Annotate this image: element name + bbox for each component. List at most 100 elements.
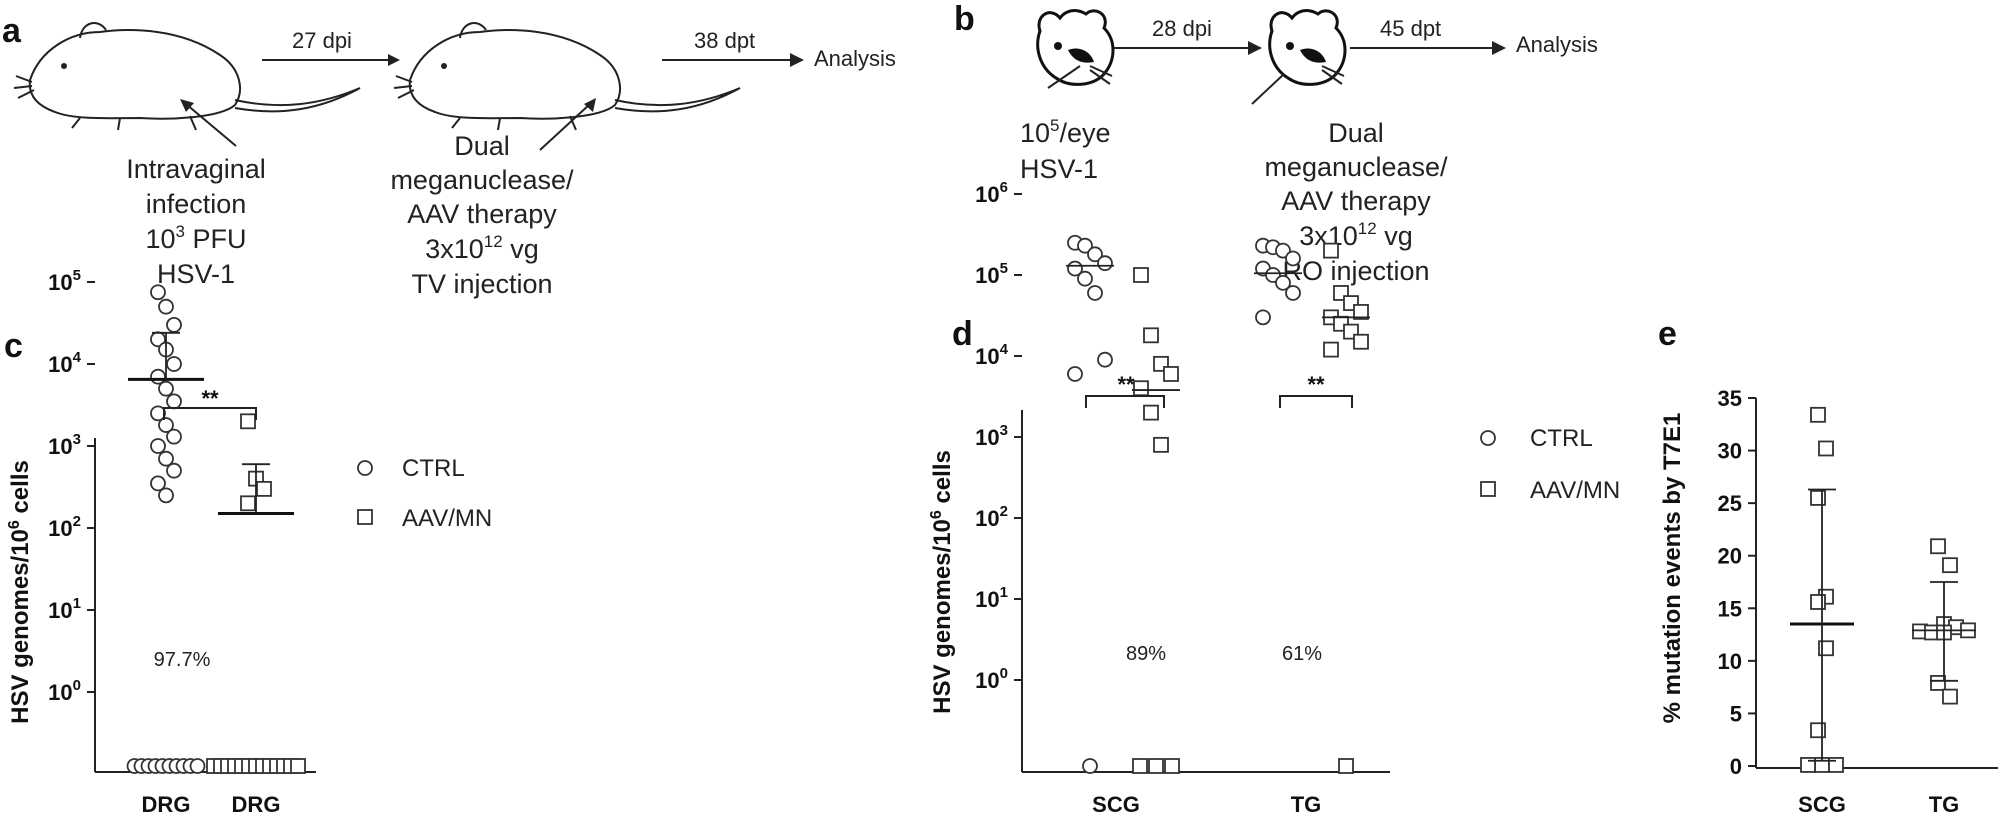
- mouse-illustration-1: [13, 22, 361, 131]
- arrowhead-a-1: [388, 54, 400, 66]
- note-b-infection: 105/eye HSV-1: [1020, 116, 1111, 184]
- pointer-a-2: [539, 103, 591, 151]
- chart-c-point-0-8: [166, 393, 182, 410]
- arrowhead-b-2: [1492, 41, 1506, 55]
- chart-d-point-1-0: [1133, 267, 1149, 283]
- chart-d-zero-1-1: [1148, 758, 1164, 774]
- svg-text:infection: infection: [146, 189, 247, 219]
- chart-d-point-0-3: [1097, 255, 1113, 272]
- chart-c-sig-bracket: [163, 407, 257, 420]
- chart-c-category-1: DRG: [142, 792, 191, 817]
- chart-e-ytick-7-label: 35: [1718, 386, 1742, 411]
- chart-d-percent-2: 61%: [1282, 643, 1322, 665]
- chart-e-category-1: SCG: [1798, 792, 1846, 817]
- chart-d-point-2-3: [1285, 250, 1301, 267]
- chart-e-point-1-1: [1942, 557, 1958, 574]
- chart-c-point-1-2: [256, 480, 272, 497]
- chart-d-legend: CTRL AAV/MN: [1480, 425, 1620, 504]
- chart-c-point-0-5: [166, 356, 182, 372]
- chart-d-zero-0-0: [1082, 758, 1098, 774]
- chart-c-ytick-5-label: 105: [48, 267, 81, 295]
- pointer-a-1: [185, 103, 237, 147]
- chart-c-ytick-2-label: 102: [48, 513, 81, 541]
- chart-d-point-3-3: [1353, 304, 1369, 320]
- legend-ctrl-label: CTRL: [402, 455, 465, 482]
- chart-c-point-0-1: [158, 298, 174, 315]
- svg-text:HSV-1: HSV-1: [1020, 154, 1098, 184]
- panel-a: a 27 dpi 38 dpt Analysis: [2, 12, 896, 299]
- chart-d-ytick-4-label: 104: [975, 341, 1008, 369]
- chart-d-percent-1: 89%: [1126, 643, 1166, 665]
- panel-e-letter: e: [1658, 315, 1677, 353]
- chart-c-percent: 97.7%: [154, 649, 211, 671]
- chart-d-ytick-6-label: 106: [975, 179, 1008, 207]
- chart-d-sig-label-1: **: [1117, 372, 1135, 397]
- chart-d-sig-bracket-1: [1085, 395, 1165, 408]
- chart-d-point-1-6: [1153, 436, 1169, 453]
- svg-text:AAV therapy: AAV therapy: [407, 199, 557, 229]
- chart-c-zero-0-9: [189, 758, 206, 774]
- chart-c-point-1-0: [240, 413, 256, 430]
- pointer-b-2: [1251, 73, 1285, 105]
- chart-d-zero-1-0: [1132, 758, 1148, 774]
- chart-e-ytick-3-label: 15: [1718, 596, 1742, 621]
- chart-c-point-1-3: [240, 495, 256, 512]
- chart-c-ylabel: HSV genomes/106 cells: [6, 460, 34, 724]
- chart-d-ytick-3-label: 103: [975, 422, 1008, 450]
- chart-c-legend: CTRL AAV/MN: [357, 455, 492, 532]
- chart-c-ytick-3-label: 103: [48, 431, 81, 459]
- chart-d-point-0-5: [1077, 270, 1093, 287]
- panel-d-letter: d: [952, 315, 973, 353]
- svg-text:Intravaginal: Intravaginal: [126, 154, 266, 184]
- svg-text:HSV-1: HSV-1: [157, 259, 235, 289]
- chart-c-point-0-10: [158, 417, 174, 433]
- chart-e-ytick-5-label: 25: [1718, 491, 1742, 516]
- chart-c-point-0-12: [150, 438, 166, 454]
- chart-d-ytick-1-label: 101: [975, 584, 1008, 612]
- chart-d-ytick-0-label: 100: [975, 665, 1008, 693]
- legend-d-aav-label: AAV/MN: [1530, 477, 1620, 504]
- chart-d-zero-1-2: [1164, 758, 1180, 774]
- pointer-b-1: [1047, 65, 1081, 89]
- panel-b-letter: b: [954, 0, 975, 38]
- chart-e-ylabel: % mutation events by T7E1: [1659, 413, 1686, 724]
- chart-d-category-1: SCG: [1092, 792, 1140, 817]
- chart-d-point-3-7: [1353, 333, 1369, 350]
- chart-e-ytick-2-label: 10: [1718, 649, 1742, 674]
- chart-e-point-1-9: [1942, 688, 1958, 705]
- chart-c-point-0-14: [166, 462, 182, 479]
- arrow-b-1-label: 28 dpi: [1152, 16, 1212, 41]
- analysis-label-b: Analysis: [1516, 32, 1598, 57]
- note-a-infection: Intravaginal infection 103 PFU HSV-1: [126, 154, 266, 289]
- chart-c-zero-1-12: [290, 758, 306, 774]
- mouse-head-illustration-2: [1268, 9, 1347, 86]
- svg-text:meganuclease/: meganuclease/: [1264, 152, 1448, 182]
- chart-c-ytick-0-label: 100: [48, 677, 81, 705]
- chart-c-ytick-4-label: 104: [48, 349, 81, 377]
- chart-e-point-1-8: [1930, 675, 1946, 691]
- arrowhead-a-2: [790, 53, 804, 67]
- chart-e-ytick-1-label: 5: [1730, 701, 1742, 726]
- chart-c-ytick-1-label: 101: [48, 595, 81, 623]
- chart-d-point-0-7: [1097, 351, 1113, 368]
- arrow-b-2-label: 45 dpt: [1380, 16, 1441, 41]
- svg-text:Dual: Dual: [1328, 118, 1384, 148]
- chart-c-category-2: DRG: [232, 792, 281, 817]
- analysis-label-a: Analysis: [814, 46, 896, 71]
- svg-text:Dual: Dual: [454, 131, 510, 161]
- chart-d-point-1-5: [1143, 404, 1159, 421]
- note-a-therapy: Dual meganuclease/ AAV therapy 3x1012 vg…: [390, 131, 574, 299]
- chart-e-ytick-6-label: 30: [1718, 439, 1742, 464]
- chart-d-ylabel: HSV genomes/106 cells: [928, 450, 956, 714]
- arrow-a-2-label: 38 dpt: [694, 28, 755, 53]
- chart-e-ytick-4-label: 20: [1718, 544, 1742, 569]
- chart-d-point-0-8: [1067, 366, 1083, 382]
- chart-e-point-1-0: [1930, 538, 1946, 555]
- chart-d-point-2-8: [1255, 309, 1271, 326]
- note-b-therapy: Dual meganuclease/ AAV therapy 3x1012 vg…: [1264, 118, 1448, 286]
- chart-d-point-0-1: [1077, 237, 1093, 254]
- pointer-a-2-head: [584, 98, 596, 112]
- chart-d-point-2-6: [1275, 274, 1291, 291]
- chart-c-sig-label: **: [201, 386, 219, 411]
